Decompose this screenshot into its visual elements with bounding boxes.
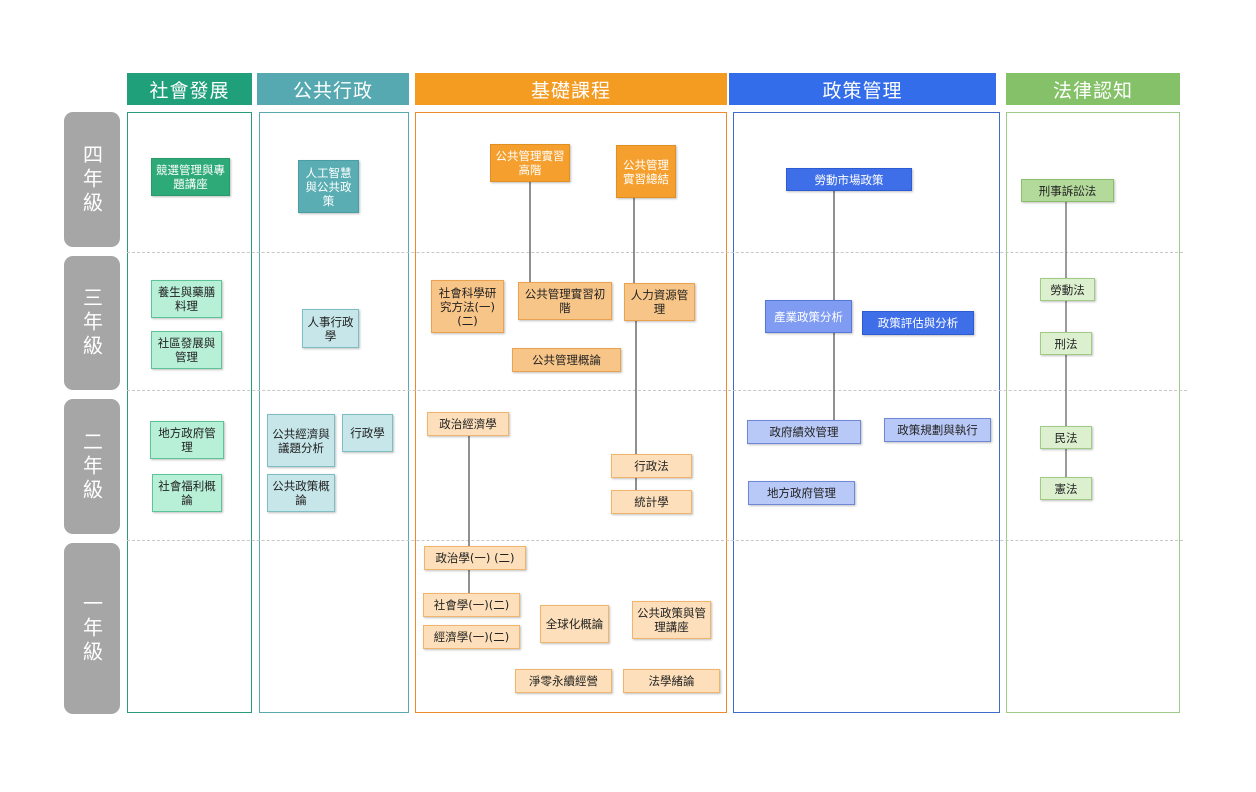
course-local-government-management-policy[interactable]: 地方政府管理 [748, 481, 855, 505]
course-public-policy-intro[interactable]: 公共政策概論 [267, 474, 335, 512]
column-social-development [127, 112, 252, 713]
course-policy-evaluation[interactable]: 政策評估與分析 [862, 311, 974, 335]
course-public-policy-seminar[interactable]: 公共政策與管理講座 [632, 601, 711, 639]
course-social-welfare[interactable]: 社會福利概論 [152, 474, 222, 512]
year-label-4: 四年級 [64, 112, 120, 247]
course-pm-practice-final[interactable]: 公共管理實習總結 [616, 145, 676, 198]
year-label-3: 三年級 [64, 256, 120, 390]
course-policy-planning[interactable]: 政策規劃與執行 [884, 418, 991, 442]
course-social-science-research[interactable]: 社會科學研究方法(一)(二) [431, 280, 504, 333]
divider-year3-year2 [127, 390, 1187, 391]
course-personnel-administration[interactable]: 人事行政學 [302, 309, 359, 348]
course-economics[interactable]: 經濟學(一)(二) [423, 625, 520, 649]
course-industrial-policy-analysis[interactable]: 產業政策分析 [765, 300, 852, 333]
course-political-economy[interactable]: 政治經濟學 [427, 412, 509, 436]
course-administration-studies[interactable]: 行政學 [342, 414, 393, 452]
course-globalization[interactable]: 全球化概論 [540, 605, 609, 643]
course-government-performance[interactable]: 政府績效管理 [747, 420, 861, 444]
course-public-management-intro[interactable]: 公共管理概論 [512, 348, 621, 372]
course-local-government-management[interactable]: 地方政府管理 [150, 421, 224, 459]
header-legal-knowledge: 法律認知 [1006, 73, 1180, 105]
course-sociology[interactable]: 社會學(一)(二) [423, 593, 520, 617]
header-public-administration: 公共行政 [257, 73, 409, 105]
course-labor-market-policy[interactable]: 勞動市場政策 [786, 168, 912, 191]
course-public-economics[interactable]: 公共經濟與議題分析 [267, 414, 335, 467]
header-foundation-courses: 基礎課程 [415, 73, 727, 105]
course-criminal-procedure[interactable]: 刑事訴訟法 [1021, 179, 1114, 202]
header-policy-management: 政策管理 [729, 73, 996, 105]
course-pm-practice-basic[interactable]: 公共管理實習初階 [518, 282, 612, 320]
course-ai-public-policy[interactable]: 人工智慧與公共政策 [298, 160, 359, 213]
course-civil-law[interactable]: 民法 [1040, 426, 1092, 449]
divider-year2-year1 [127, 540, 1183, 541]
course-labor-law[interactable]: 勞動法 [1040, 278, 1095, 301]
course-pm-practice-advanced[interactable]: 公共管理實習高階 [490, 144, 570, 182]
column-policy-management [733, 112, 1000, 713]
year-label-1: 一年級 [64, 543, 120, 714]
course-statistics[interactable]: 統計學 [611, 490, 692, 514]
course-administrative-law[interactable]: 行政法 [611, 454, 692, 478]
header-social-development: 社會發展 [127, 73, 252, 105]
year-label-2: 二年級 [64, 399, 120, 534]
course-criminal-law[interactable]: 刑法 [1040, 332, 1092, 355]
course-health-diet-cooking[interactable]: 養生與藥膳料理 [151, 280, 222, 318]
column-legal-knowledge [1006, 112, 1180, 713]
course-net-zero-sustainability[interactable]: 淨零永續經營 [515, 669, 612, 693]
course-election-management-seminar[interactable]: 競選管理與專題講座 [151, 158, 230, 196]
course-community-development[interactable]: 社區發展與管理 [151, 331, 222, 369]
course-constitution[interactable]: 憲法 [1040, 477, 1092, 500]
course-introduction-to-law[interactable]: 法學緒論 [623, 669, 720, 693]
course-political-science[interactable]: 政治學(一) (二) [424, 546, 526, 570]
divider-year4-year3 [127, 252, 1183, 253]
course-human-resource-management[interactable]: 人力資源管理 [624, 283, 695, 321]
